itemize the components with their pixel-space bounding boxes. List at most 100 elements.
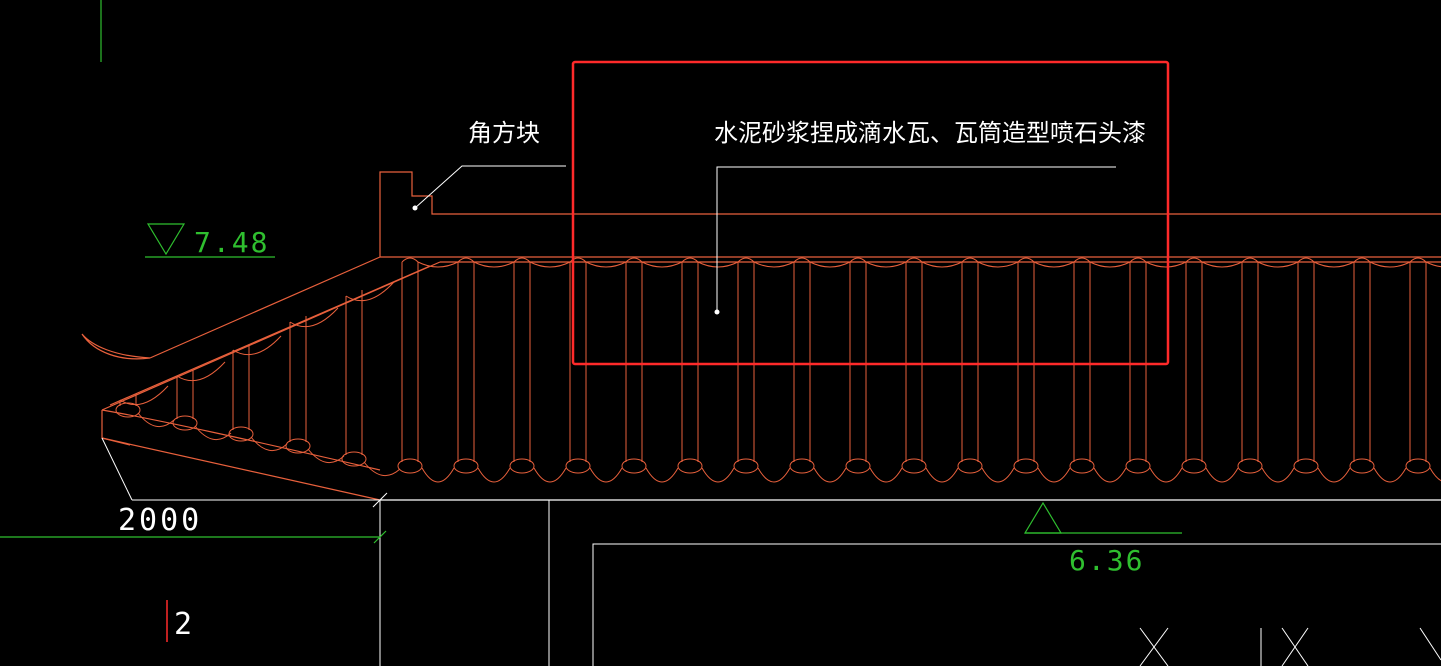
tile-ellipse	[901, 458, 927, 474]
elevation-label-top: 7.48	[194, 226, 269, 259]
tile-path	[307, 448, 345, 464]
tile-path	[194, 425, 232, 441]
tile-path	[1297, 257, 1315, 263]
tile-path	[1145, 261, 1187, 268]
tile-path	[1353, 257, 1371, 263]
tile-ellipse	[1293, 458, 1319, 474]
tile-path	[625, 257, 643, 263]
tile-path	[119, 385, 169, 406]
tile-ellipse	[1013, 458, 1039, 474]
leader-corner-block	[414, 165, 566, 209]
tile-path	[1425, 261, 1441, 268]
tile-path	[421, 467, 455, 483]
tile-path	[1037, 467, 1071, 483]
tile-path	[401, 257, 419, 263]
lower-structure	[548, 500, 1441, 666]
tile-path	[1093, 467, 1127, 483]
tile-ellipse	[1405, 458, 1431, 474]
tile-path	[981, 467, 1015, 483]
roof-outline	[81, 171, 1441, 501]
tile-path	[925, 467, 959, 483]
tile-path	[1205, 467, 1239, 483]
tile-path	[232, 335, 282, 356]
tile-path	[1017, 257, 1035, 263]
tile-path	[529, 261, 571, 268]
tile-path	[1313, 261, 1355, 268]
tile-path	[345, 281, 395, 302]
tile-ellipse	[677, 458, 703, 474]
tile-path	[737, 257, 755, 263]
eave-curl	[81, 333, 151, 360]
tile-path	[1261, 467, 1295, 483]
tile-path	[473, 261, 515, 268]
tile-path	[697, 261, 739, 268]
tile-path	[977, 261, 1019, 268]
tile-path	[1429, 467, 1441, 482]
tile-path	[1409, 257, 1427, 263]
tile-path	[250, 436, 288, 452]
label-corner-block: 角方块	[468, 119, 540, 147]
roof-tile-columns	[115, 257, 1441, 483]
tile-path	[1373, 467, 1407, 483]
leader-dot-corner	[412, 205, 418, 211]
tile-ellipse	[115, 402, 141, 418]
tile-path	[793, 257, 811, 263]
corner-block-shape	[379, 171, 1441, 257]
tile-ellipse	[453, 458, 479, 474]
tile-path	[905, 257, 923, 263]
dimension-label: 2000	[118, 503, 202, 538]
tile-path	[961, 257, 979, 263]
tile-path	[641, 261, 683, 268]
tile-ellipse	[789, 458, 815, 474]
tile-path	[1241, 257, 1259, 263]
tile-ellipse	[285, 438, 311, 454]
tile-ellipse	[957, 458, 983, 474]
axis-number-label: 2	[174, 607, 192, 642]
tile-ellipse	[733, 458, 759, 474]
tile-path	[1089, 261, 1131, 268]
tile-path	[1073, 257, 1091, 263]
tile-path	[1033, 261, 1075, 268]
tile-path	[865, 261, 907, 268]
tile-path	[1201, 261, 1243, 268]
tile-path	[1129, 257, 1147, 263]
tile-ellipse	[1181, 458, 1207, 474]
elevation-label-bottom: 6.36	[1069, 544, 1144, 577]
tile-path	[1149, 467, 1183, 483]
tile-path	[533, 467, 567, 483]
tile-path	[1317, 467, 1351, 483]
tile-path	[701, 467, 735, 483]
tile-path	[569, 257, 587, 263]
tile-ellipse	[341, 451, 367, 467]
tile-ellipse	[172, 415, 198, 431]
tile-ellipse	[1125, 458, 1151, 474]
highlight-box	[571, 60, 1170, 366]
tile-path	[1257, 261, 1299, 268]
tile-path	[753, 261, 795, 268]
tile-path	[176, 361, 226, 382]
tile-path	[757, 467, 791, 483]
label-cement-note: 水泥砂浆捏成滴水瓦、瓦筒造型喷石头漆	[714, 119, 1146, 147]
tile-ellipse	[509, 458, 535, 474]
tile-ellipse	[397, 458, 423, 474]
tile-ellipse	[621, 458, 647, 474]
tile-path	[1185, 257, 1203, 263]
tile-path	[869, 467, 903, 483]
tile-path	[921, 261, 963, 268]
tile-path	[477, 467, 511, 483]
tile-path	[457, 257, 475, 263]
tile-path	[363, 461, 401, 477]
tile-path	[809, 261, 851, 268]
tile-path	[681, 257, 699, 263]
tile-path	[1369, 261, 1411, 268]
tile-path	[849, 257, 867, 263]
tile-path	[585, 261, 627, 268]
dimension-line	[101, 437, 388, 666]
tile-path	[813, 467, 847, 483]
tile-path	[289, 307, 339, 328]
tile-ellipse	[228, 426, 254, 442]
tile-ellipse	[1069, 458, 1095, 474]
tile-path	[589, 467, 623, 483]
leader-cement-note	[716, 166, 1116, 312]
